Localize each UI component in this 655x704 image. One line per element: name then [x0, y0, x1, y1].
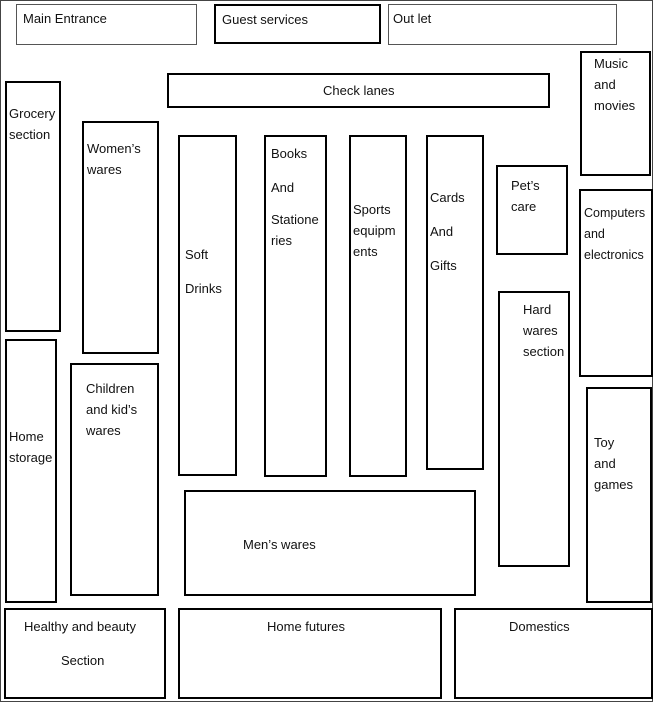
toys-label-line1: Toy	[594, 435, 615, 450]
cards-label-line3: Gifts	[430, 258, 457, 273]
hardwares-label-line1: Hard	[523, 302, 552, 317]
books-label-line2: And	[271, 180, 295, 195]
children-label-line3: wares	[86, 423, 121, 438]
outlet-area: Out let	[388, 4, 617, 45]
home-storage-label-line2: storage	[9, 450, 53, 465]
pets-label-line2: care	[511, 199, 537, 214]
books-stationeries-area: Books And Statione ries	[264, 135, 327, 477]
music-label-line3: movies	[594, 98, 636, 113]
grocery-label-line2: section	[9, 127, 51, 142]
health-beauty-label-line2: Section	[61, 653, 105, 668]
sports-label-line2: equipm	[353, 223, 396, 238]
childrens-wares-area: Children and kid’s wares	[70, 363, 159, 596]
cards-gifts-area: Cards And Gifts	[426, 135, 484, 470]
hardwares-label-line2: wares	[523, 323, 558, 338]
main-entrance-label: Main Entrance	[23, 11, 107, 26]
hardwares-label-line3: section	[523, 344, 565, 359]
grocery-section-area: Grocery section	[5, 81, 61, 332]
grocery-label-line1: Grocery	[9, 106, 56, 121]
cards-label-line2: And	[430, 224, 454, 239]
music-label-line1: Music	[594, 56, 628, 71]
guest-services-area: Guest services	[214, 4, 381, 44]
sports-label-line1: Sports	[353, 202, 391, 217]
soft-drinks-label-line2: Drinks	[185, 281, 222, 296]
home-storage-label-line1: Home	[9, 429, 44, 444]
books-label-line1: Books	[271, 146, 308, 161]
hardwares-section-area: Hard wares section	[498, 291, 570, 567]
music-label-line2: and	[594, 77, 616, 92]
books-label-line3: Statione	[271, 212, 319, 227]
pets-care-area: Pet’s care	[496, 165, 568, 255]
womens-wares-area: Women’s wares	[82, 121, 159, 354]
womens-label-line1: Women’s	[87, 141, 141, 156]
computers-label-line3: electronics	[584, 248, 644, 262]
books-label-line4: ries	[271, 233, 292, 248]
home-futures-label: Home futures	[267, 619, 346, 634]
music-movies-area: Music and movies	[580, 51, 651, 176]
domestics-area: Domestics	[454, 608, 653, 699]
sports-equipments-area: Sports equipm ents	[349, 135, 407, 477]
mens-wares-area: Men’s wares	[184, 490, 476, 596]
home-futures-area: Home futures	[178, 608, 442, 699]
main-entrance-area: Main Entrance	[16, 4, 197, 45]
children-label-line2: and kid’s	[86, 402, 138, 417]
computers-electronics-area: Computers and electronics	[579, 189, 653, 377]
pets-label-line1: Pet’s	[511, 178, 540, 193]
womens-label-line2: wares	[87, 162, 122, 177]
computers-label-line1: Computers	[584, 206, 646, 220]
cards-label-line1: Cards	[430, 190, 465, 205]
outlet-label: Out let	[393, 11, 432, 26]
computers-label-line2: and	[584, 227, 605, 241]
children-label-line1: Children	[86, 381, 135, 396]
soft-drinks-area: Soft Drinks	[178, 135, 237, 476]
mens-wares-label: Men’s wares	[243, 537, 316, 552]
health-beauty-label-line1: Healthy and beauty	[24, 619, 137, 634]
domestics-label: Domestics	[509, 619, 570, 634]
check-lanes-label: Check lanes	[323, 83, 395, 98]
toys-label-line3: games	[594, 477, 634, 492]
soft-drinks-label-line1: Soft	[185, 247, 209, 262]
guest-services-label: Guest services	[222, 12, 308, 27]
sports-label-line3: ents	[353, 244, 378, 259]
health-beauty-section-area: Healthy and beauty Section	[4, 608, 166, 699]
toys-games-area: Toy and games	[586, 387, 652, 603]
check-lanes-area: Check lanes	[167, 73, 550, 108]
toys-label-line2: and	[594, 456, 616, 471]
home-storage-area: Home storage	[5, 339, 57, 603]
